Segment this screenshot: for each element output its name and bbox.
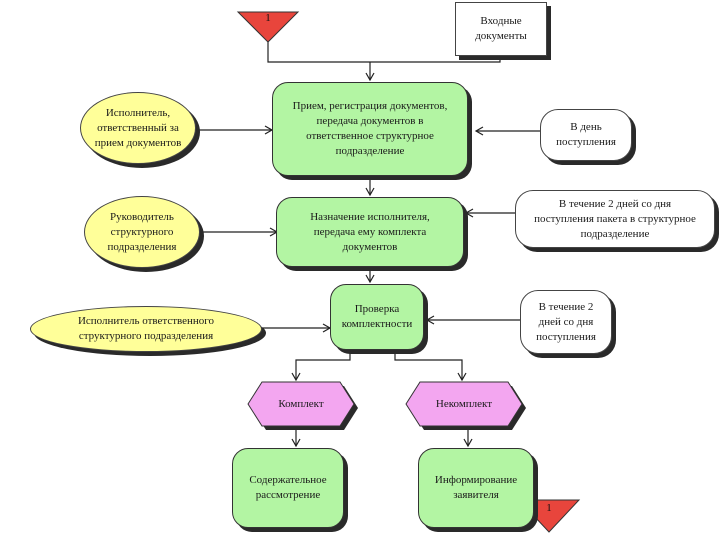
check-completeness-node: Проверка комплектности bbox=[330, 284, 424, 350]
arrow-to-complete bbox=[291, 352, 351, 382]
timing-same-day-label: В день поступления bbox=[556, 121, 616, 148]
check-completeness-label: Проверка комплектности bbox=[341, 303, 413, 330]
inform-applicant-node: Информирование заявителя bbox=[418, 448, 534, 528]
receive-register-node: Прием, регистрация документов, передача … bbox=[272, 82, 468, 176]
substantive-review-label: Содержательное рассмотрение bbox=[249, 474, 327, 501]
timing-2days-node: В течение 2 дней со дня поступления bbox=[520, 290, 612, 354]
role-executor-node: Исполнитель ответственного структурного … bbox=[30, 306, 262, 352]
inform-applicant-label: Информирование заявителя bbox=[434, 474, 518, 501]
decision-incomplete-label: Некомплект bbox=[435, 397, 493, 410]
decision-complete-node: Комплект bbox=[254, 384, 348, 424]
substantive-review-node: Содержательное рассмотрение bbox=[232, 448, 344, 528]
role-intake-node: Исполнитель, ответственный за прием доку… bbox=[80, 92, 196, 164]
role-head-node: Руководитель структурного подразделения bbox=[84, 196, 200, 268]
assign-executor-label: Назначение исполнителя, передача ему ком… bbox=[310, 210, 430, 253]
decision-complete-shape bbox=[247, 381, 355, 427]
decision-incomplete-node: Некомплект bbox=[414, 384, 514, 424]
timing-2days-label: В течение 2 дней со дня поступления bbox=[536, 300, 596, 343]
incoming-documents-label: Входные документы bbox=[475, 15, 527, 42]
connector-top-shape bbox=[236, 11, 300, 43]
flow-arrows bbox=[196, 38, 540, 448]
incoming-documents-node: Входные документы bbox=[455, 2, 547, 56]
timing-same-day-node: В день поступления bbox=[540, 109, 632, 161]
arrow-to-incomplete bbox=[394, 352, 467, 382]
role-executor-label: Исполнитель ответственного структурного … bbox=[77, 315, 215, 342]
connector-bottom-shape bbox=[517, 499, 581, 533]
assign-executor-node: Назначение исполнителя, передача ему ком… bbox=[276, 197, 464, 267]
connector-top-label: 1 bbox=[265, 12, 271, 24]
role-intake-label: Исполнитель, ответственный за прием доку… bbox=[94, 106, 182, 149]
decision-complete-label: Комплект bbox=[278, 397, 324, 410]
connector-bottom-label: 1 bbox=[546, 502, 552, 514]
receive-register-label: Прием, регистрация документов, передача … bbox=[292, 100, 448, 157]
timing-2days-package-node: В течение 2 дней со дня поступления паке… bbox=[515, 190, 715, 248]
role-head-label: Руководитель структурного подразделения bbox=[107, 210, 177, 253]
decision-incomplete-shape bbox=[405, 381, 523, 427]
timing-2days-package-label: В течение 2 дней со дня поступления паке… bbox=[534, 197, 696, 240]
